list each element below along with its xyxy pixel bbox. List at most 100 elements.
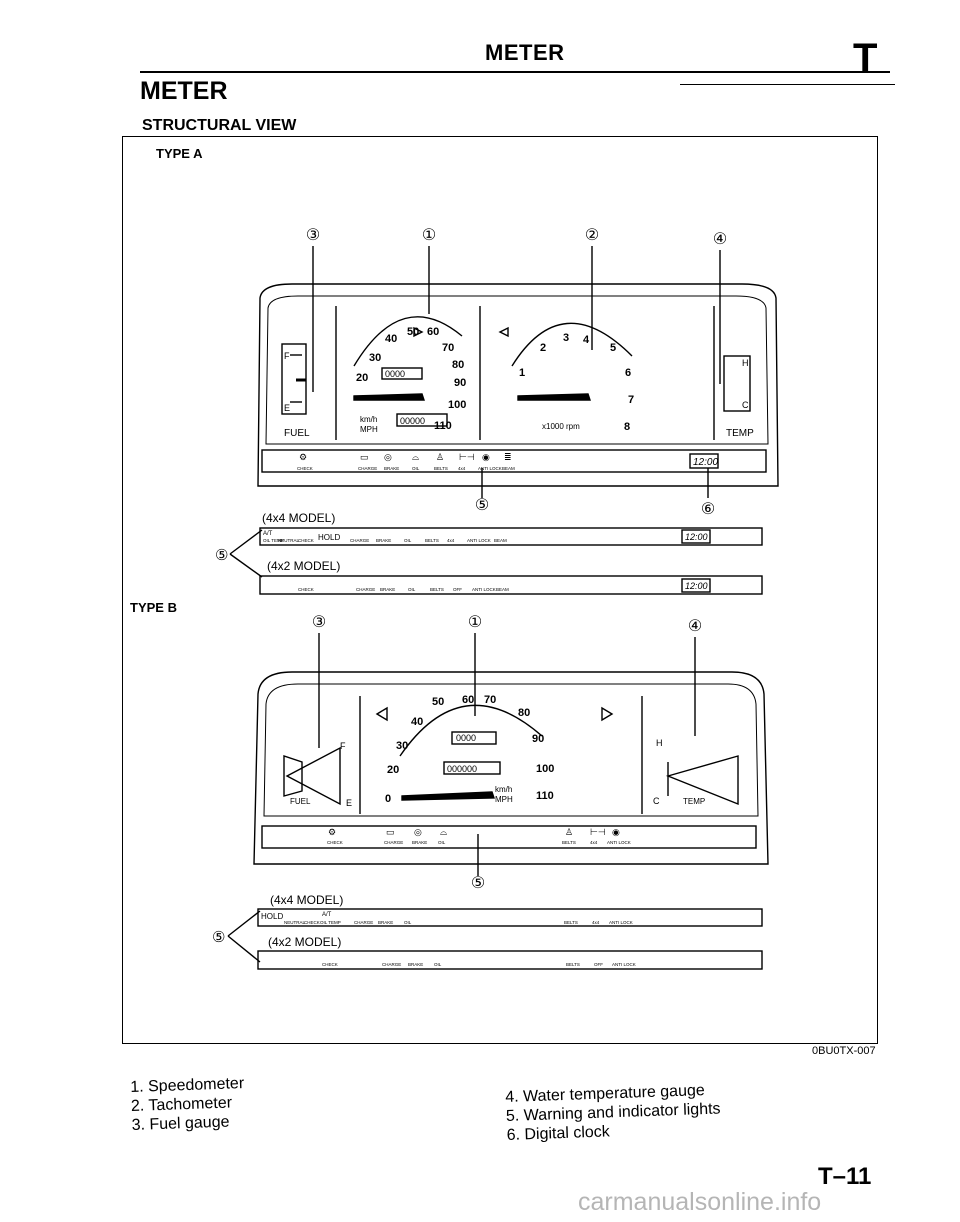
svg-text:⌓: ⌓ [412,452,419,462]
svg-text:A/T: A/T [322,912,332,918]
svg-text:8: 8 [624,421,630,433]
svg-text:110: 110 [536,790,554,802]
svg-text:OIL: OIL [434,962,442,967]
svg-text:♙: ♙ [565,827,573,837]
svg-text:OFF: OFF [594,962,603,967]
svg-text:000000: 000000 [447,764,477,774]
callout-1: ① [422,227,436,244]
svg-text:BELTS: BELTS [566,962,580,967]
temp-label: TEMP [726,428,754,439]
svg-text:ANTI LOCK: ANTI LOCK [612,962,636,967]
svg-text:40: 40 [385,333,397,345]
svg-text:CHARGE: CHARGE [382,962,401,967]
svg-text:2: 2 [540,342,546,354]
section-title: METER [140,77,228,105]
svg-text:⚙: ⚙ [299,452,307,462]
svg-text:100: 100 [536,763,554,775]
svg-text:①: ① [468,614,482,631]
svg-text:C: C [653,796,660,806]
svg-text:4x4: 4x4 [458,466,466,471]
svg-text:CHARGE: CHARGE [384,840,403,845]
svg-text:4x4: 4x4 [590,840,598,845]
type-a-label: TYPE A [156,146,203,161]
svg-text:⚙: ⚙ [328,827,336,837]
svg-text:OIL: OIL [412,466,420,471]
fuel-empty-mark: E [284,403,290,413]
fuel-full-mark: F [284,351,290,361]
svg-text:OIL TEMP: OIL TEMP [263,538,284,543]
svg-text:NEUTRAL: NEUTRAL [278,538,300,543]
svg-text:20: 20 [356,372,368,384]
svg-text:3: 3 [563,332,569,344]
callout-4: ④ [713,231,727,248]
svg-text:km/h: km/h [495,785,512,794]
svg-text:CHECK: CHECK [322,962,338,967]
svg-text:◉: ◉ [612,827,620,837]
svg-text:20: 20 [387,764,399,776]
legend-right: 4. Water temperature gauge 5. Warning an… [505,1081,721,1145]
header-rule [140,71,890,73]
svg-text:OIL TEMP: OIL TEMP [320,920,341,925]
figure-frame [122,136,878,1044]
svg-text:③: ③ [312,614,326,631]
svg-text:(4x4 MODEL): (4x4 MODEL) [262,511,335,525]
svg-text:BELTS: BELTS [562,840,576,845]
svg-text:CHECK: CHECK [297,466,313,471]
svg-text:80: 80 [452,359,464,371]
tacho-scale: 1 2 3 4 5 6 7 8 [519,332,634,433]
watermark: carmanualsonline.info [578,1188,822,1216]
svg-text:BRAKE: BRAKE [378,920,393,925]
running-header-title: METER [485,40,565,65]
svg-text:OIL: OIL [438,840,446,845]
svg-text:BEAM: BEAM [502,466,515,471]
type-b-speedo-scale: 0 20 30 40 50 60 70 80 90 100 110 [385,694,554,805]
svg-text:30: 30 [369,352,381,364]
svg-text:100: 100 [448,399,466,411]
type-b-cluster: F E FUEL 0 20 30 40 50 60 70 80 90 100 1… [253,671,769,865]
svg-text:30: 30 [396,740,408,752]
clock-display: 12:00 [693,457,718,468]
svg-text:(4x2 MODEL): (4x2 MODEL) [267,559,340,573]
svg-text:(4x4 MODEL): (4x4 MODEL) [270,893,343,907]
svg-text:(4x2 MODEL): (4x2 MODEL) [268,935,341,949]
type-b-leaders [318,633,696,876]
svg-text:90: 90 [532,733,544,745]
svg-text:5: 5 [610,342,616,354]
svg-text:⌓: ⌓ [440,827,447,837]
svg-text:6: 6 [625,367,631,379]
svg-text:H: H [656,738,663,748]
svg-text:HOLD: HOLD [318,533,340,542]
svg-text:HOLD: HOLD [261,912,283,921]
svg-text:ANTI LOCK: ANTI LOCK [609,920,633,925]
fuel-label: FUEL [284,428,310,439]
svg-text:FUEL: FUEL [290,797,311,806]
svg-text:NEUTRAL: NEUTRAL [284,920,306,925]
svg-text:CHARGE: CHARGE [354,920,373,925]
svg-text:⑤: ⑤ [212,929,225,946]
svg-text:CHECK: CHECK [327,840,343,845]
callout-6: ⑥ [701,501,715,518]
svg-text:70: 70 [484,694,496,706]
type-a-leaders [312,246,721,498]
svg-text:OIL: OIL [408,587,416,592]
svg-text:ANTI LOCK: ANTI LOCK [472,587,496,592]
svg-text:70: 70 [442,342,454,354]
type-b-variants: (4x4 MODEL) ⑤ HOLD A/T NEUTRAL CHECK OIL… [212,893,763,970]
subtitle: STRUCTURAL VIEW [142,117,297,134]
svg-text:CHARGE: CHARGE [350,538,369,543]
svg-text:⑤: ⑤ [215,547,228,564]
svg-text:BELTS: BELTS [434,466,448,471]
svg-text:60: 60 [427,326,439,338]
svg-text:▭: ▭ [360,452,369,462]
page-number: T–11 [818,1163,872,1190]
svg-text:80: 80 [518,707,530,719]
svg-text:CHECK: CHECK [304,920,320,925]
callout-2: ② [585,227,599,244]
svg-text:BEAM: BEAM [496,587,509,592]
svg-text:90: 90 [454,377,466,389]
section-letter: T [853,36,878,80]
type-b-label: TYPE B [130,600,177,615]
figure-code: 0BU0TX-007 [812,1045,876,1057]
svg-text:CHECK: CHECK [298,538,314,543]
type-a-cluster: F E FUEL 20 30 40 50 60 70 80 90 100 110… [257,283,779,487]
